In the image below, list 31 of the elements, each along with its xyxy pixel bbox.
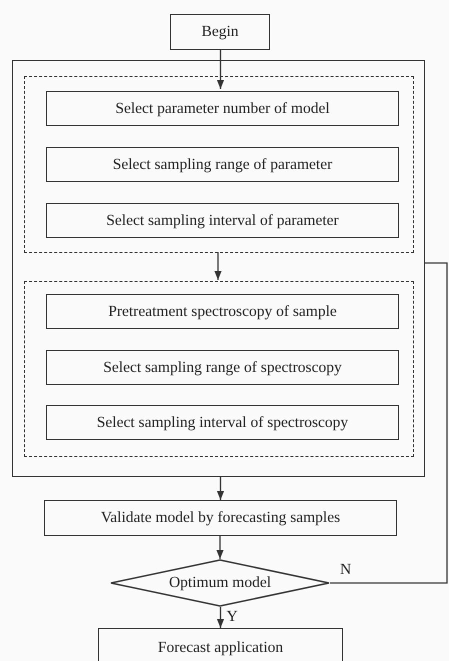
node-label: Select sampling interval of parameter [106,212,339,230]
arrow [216,536,224,559]
node-label: Validate model by forecasting samples [100,509,340,527]
process-box [46,294,399,329]
arrow [216,50,224,89]
dashed-group-frame [24,76,414,253]
process-box [46,350,399,385]
connector-line [330,262,448,584]
node-label: Begin [201,23,239,41]
edge-label: N [340,561,352,579]
node-label: Select sampling range of parameter [112,156,332,174]
node-label: Select sampling range of spectroscopy [103,358,342,376]
arrow [216,607,224,628]
decision-diamond [110,559,330,607]
node-label: Optimum model [168,574,272,592]
process-box [98,628,343,661]
node-label: Select parameter number of model [115,100,330,118]
process-box [46,203,399,238]
node-label: Forecast application [158,639,284,657]
process-box [46,405,399,440]
edge-label: Y [226,608,238,626]
process-box [44,500,397,536]
process-box [46,91,399,126]
dashed-group-frame [24,281,414,457]
node-label: Pretreatment spectroscopy of sample [108,302,337,320]
process-box [170,14,270,50]
process-box [46,147,399,182]
arrow [214,252,222,280]
group-frame [12,60,425,477]
arrow [216,477,224,500]
node-label: Select sampling interval of spectroscopy [96,414,348,432]
